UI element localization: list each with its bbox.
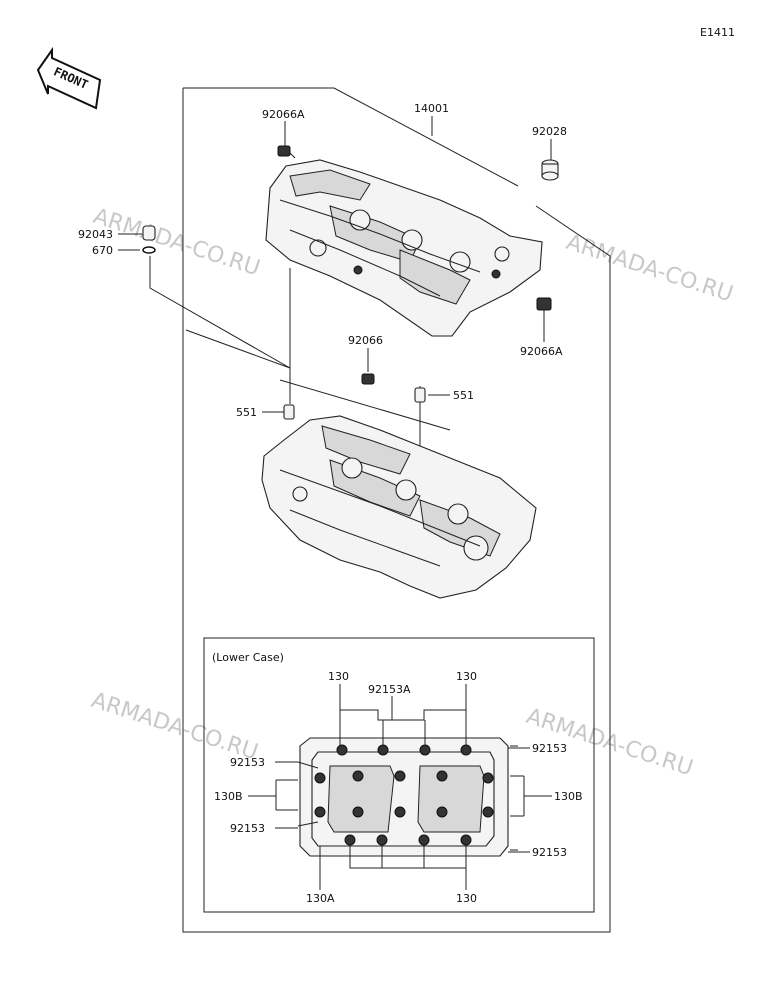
label-551-right: 551: [453, 389, 474, 402]
label-92043: 92043: [78, 228, 113, 241]
label-92153-left-bottom: 92153: [230, 822, 265, 835]
inset-leader-lines: [248, 684, 552, 890]
part-labels: 14001 92066A 92028 92066A 92043 670 9206…: [78, 102, 583, 905]
label-130-bottom: 130: [456, 892, 477, 905]
label-670: 670: [92, 244, 113, 257]
watermark-4: ARMADA-CO.RU: [88, 688, 261, 765]
watermark-1: ARMADA-CO.RU: [90, 204, 263, 281]
label-130-top-right: 130: [456, 670, 477, 683]
label-92153-left-top: 92153: [230, 756, 265, 769]
label-551-left: 551: [236, 406, 257, 419]
label-130b-right: 130B: [554, 790, 583, 803]
small-parts: [142, 145, 559, 420]
label-92066a-top: 92066A: [262, 108, 305, 121]
plug-92066A-top-icon: [277, 145, 291, 157]
inset-title: (Lower Case): [212, 651, 284, 664]
main-frame: [182, 87, 611, 933]
label-92153-right-top: 92153: [532, 742, 567, 755]
inset-box: [203, 637, 595, 913]
o-ring-670-icon: [142, 246, 156, 254]
lower-crankcase: [261, 415, 537, 599]
label-130-top-left: 130: [328, 670, 349, 683]
label-130b-left: 130B: [214, 790, 243, 803]
label-14001: 14001: [414, 102, 449, 115]
collar-92028-icon: [541, 159, 559, 181]
lower-case-bottom-view: [297, 737, 518, 857]
label-92066a-right: 92066A: [520, 345, 563, 358]
label-92066: 92066: [348, 334, 383, 347]
front-arrow-icon: FRONT: [36, 46, 102, 110]
label-92153a: 92153A: [368, 683, 411, 696]
upper-crankcase: [265, 159, 543, 337]
diagram-code: E1411: [700, 26, 735, 39]
label-92153-right-bottom: 92153: [532, 846, 567, 859]
dowel-92043-icon: [142, 225, 156, 241]
plug-92066-icon: [361, 373, 375, 385]
label-92028: 92028: [532, 125, 567, 138]
plug-92066A-right-icon: [536, 297, 552, 311]
label-130a: 130A: [306, 892, 335, 905]
dowel-551-right-icon: [414, 387, 426, 403]
dowel-551-left-icon: [283, 404, 295, 420]
